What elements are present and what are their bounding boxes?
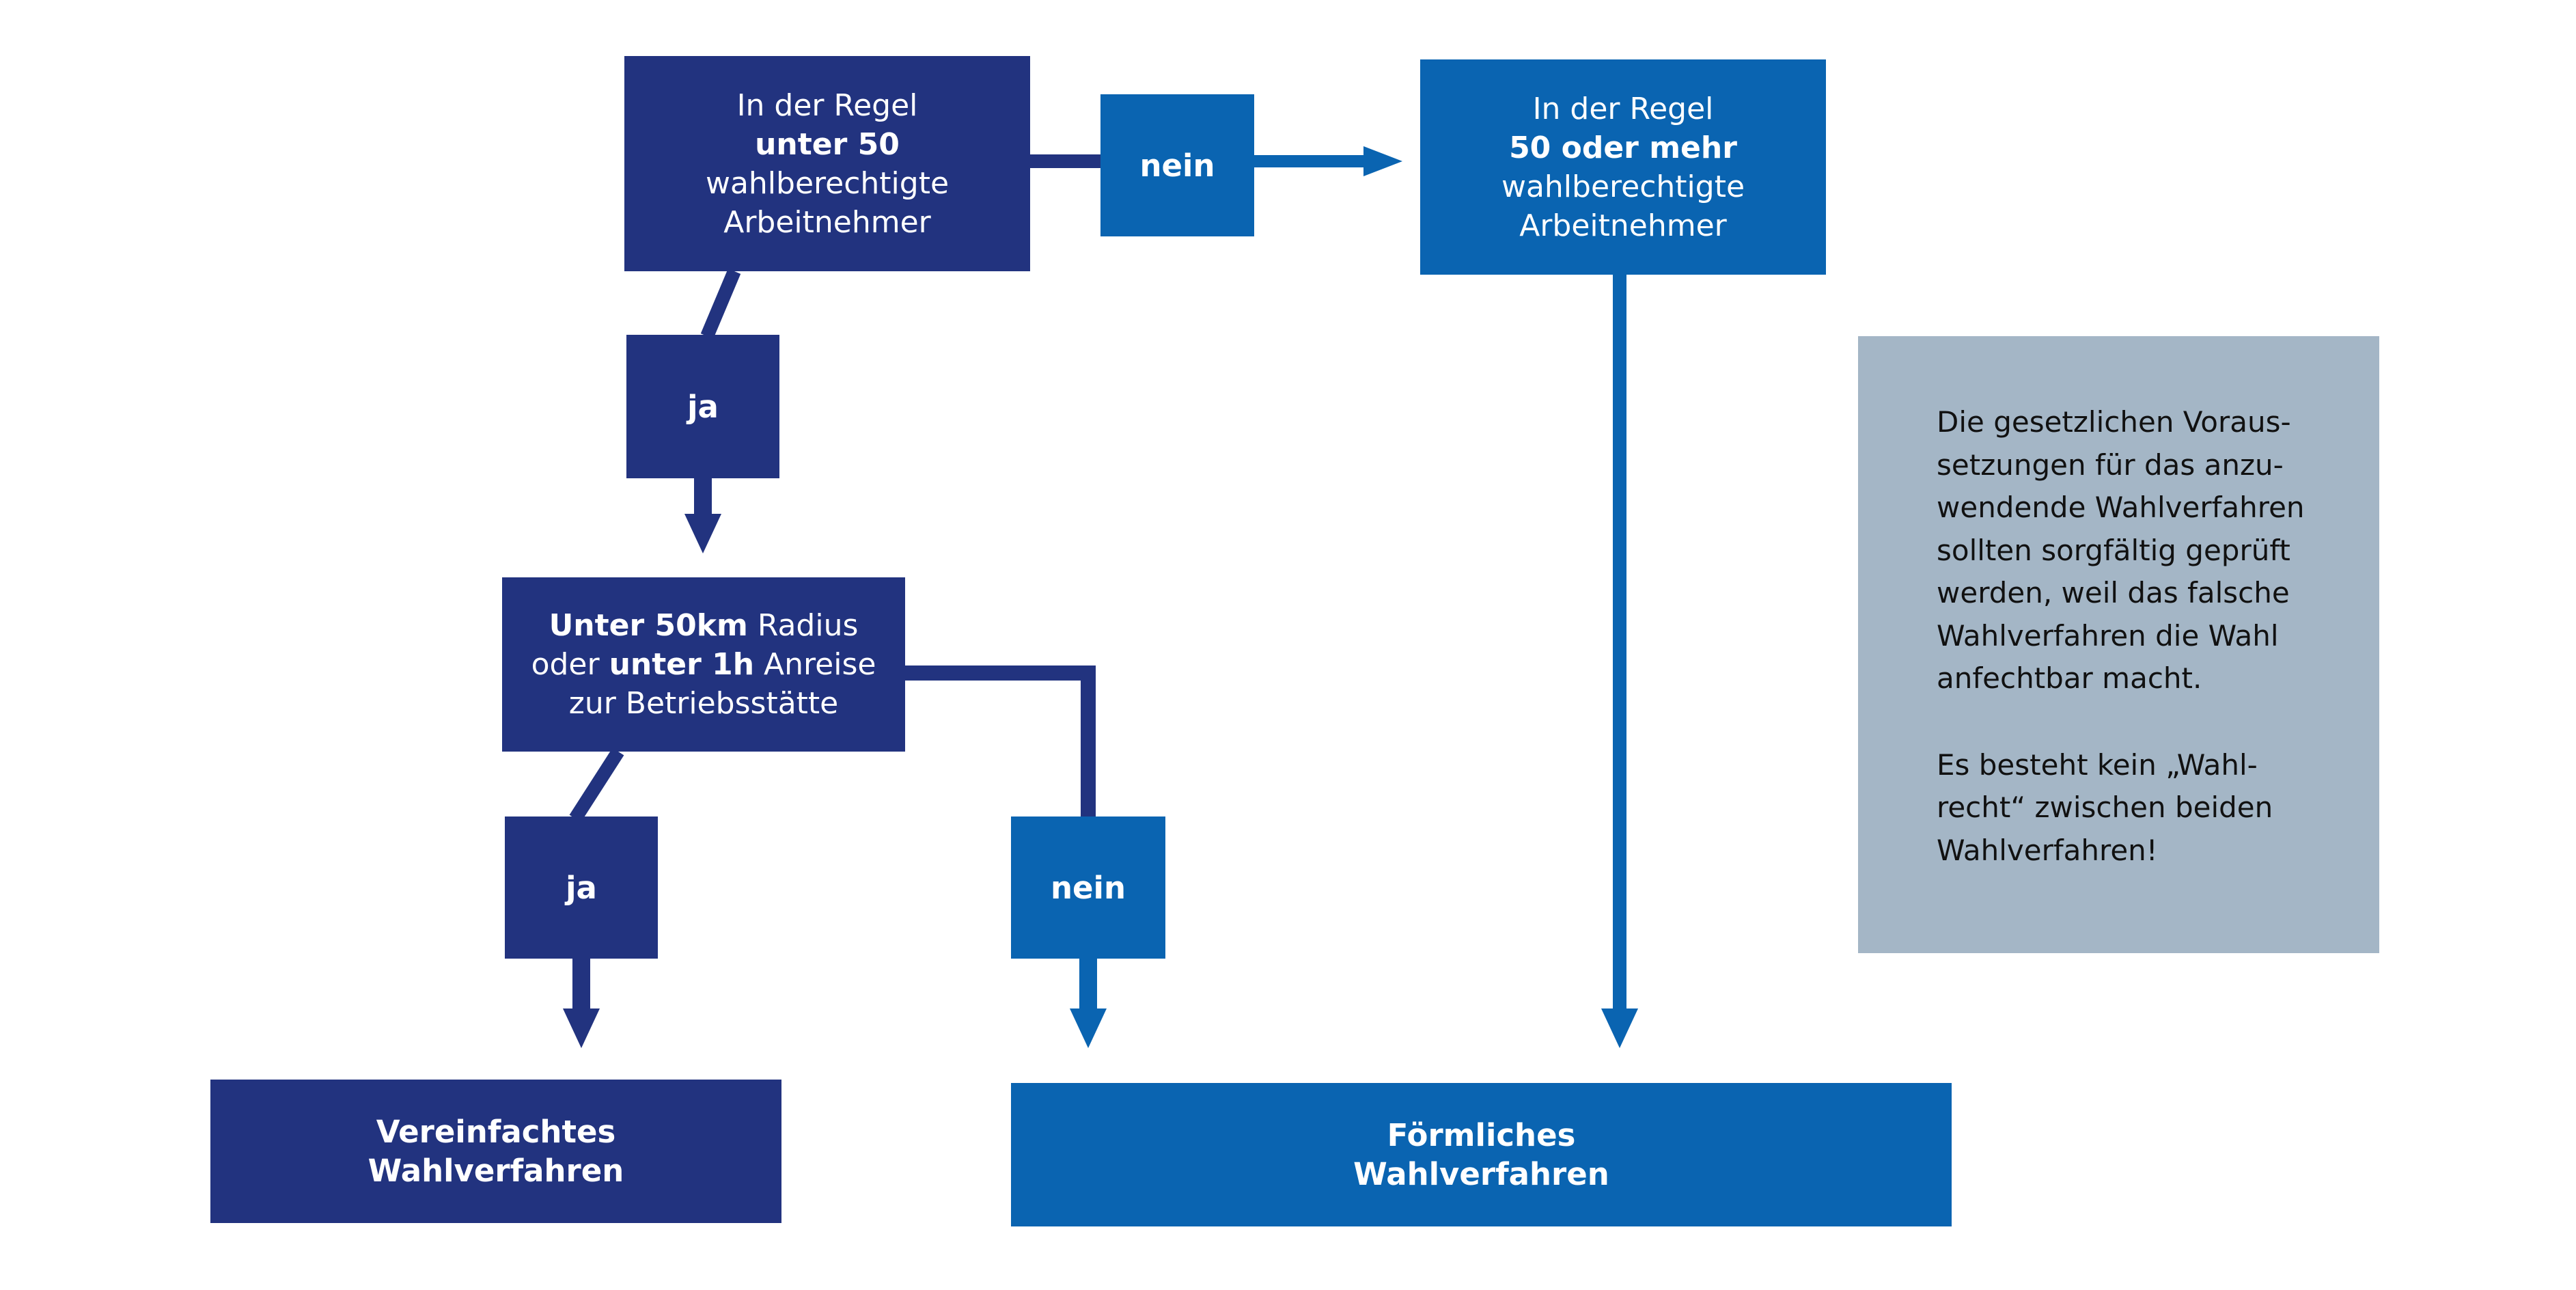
start-box-line4: Arbeitnehmer — [723, 204, 931, 240]
result-simplified-procedure: Vereinfachtes Wahlverfahren — [210, 1080, 781, 1223]
note-line: anfechtbar macht. — [1937, 661, 2202, 695]
note-line: Es besteht kein „Wahl- — [1937, 747, 2258, 782]
note-box: Die gesetzlichen Voraus- setzungen für d… — [1858, 336, 2379, 953]
label-ja-bottom-text: ja — [566, 869, 597, 906]
label-ja-top-text: ja — [687, 388, 719, 425]
start-box-line2: unter 50 — [755, 126, 900, 162]
note-line: werden, weil das falsche — [1937, 576, 2290, 609]
arrowhead-down-simple — [563, 1008, 600, 1048]
distance-box-line1: Unter 50km Radius — [549, 608, 859, 643]
label-nein-top-text: nein — [1139, 147, 1215, 184]
arrowhead-down-formal-right — [1601, 1008, 1638, 1048]
label-nein-top: nein — [1100, 94, 1254, 236]
label-ja-top: ja — [626, 335, 779, 478]
arrowhead-down-distance — [684, 514, 721, 553]
label-ja-bottom: ja — [505, 816, 658, 959]
connector-distance-to-ja — [569, 747, 624, 823]
connector-distance-to-nein — [904, 665, 1096, 816]
start-box-line3: wahlberechtigte — [705, 165, 950, 201]
note-line: Die gesetzlichen Voraus- — [1937, 405, 2291, 439]
result-formal-procedure: Förmliches Wahlverfahren — [1011, 1083, 1952, 1226]
decision-box-50-or-more: In der Regel 50 oder mehr wahlberechtigt… — [1420, 59, 1826, 275]
decision-box-distance: Unter 50km Radius oder unter 1h Anreise … — [502, 577, 905, 752]
note-line: sollten sorgfältig geprüft — [1937, 533, 2290, 567]
result-simple-line2: Wahlverfahren — [368, 1153, 624, 1189]
label-nein-bottom: nein — [1011, 816, 1165, 959]
arrowhead-down-formal-left — [1070, 1008, 1107, 1048]
right-box-line1: In der Regel — [1532, 91, 1714, 126]
note-line: recht“ zwischen beiden — [1937, 791, 2273, 824]
note-line: setzungen für das anzu- — [1937, 448, 2284, 482]
label-nein-bottom-text: nein — [1050, 869, 1126, 906]
connector-start-to-ja — [700, 269, 741, 339]
right-box-line2: 50 oder mehr — [1509, 130, 1737, 165]
arrowhead-right — [1363, 146, 1402, 176]
distance-box-line3: zur Betriebsstätte — [568, 686, 839, 721]
right-box-line4: Arbeitnehmer — [1519, 208, 1727, 243]
note-line: Wahlverfahren! — [1937, 833, 2158, 867]
right-box-line3: wahlberechtigte — [1501, 169, 1745, 204]
result-formal-line2: Wahlverfahren — [1353, 1156, 1609, 1192]
start-box-line1: In der Regel — [736, 87, 918, 123]
result-simple-line1: Vereinfachtes — [376, 1114, 616, 1150]
result-formal-line1: Förmliches — [1387, 1117, 1576, 1153]
distance-box-line2: oder unter 1h Anreise — [531, 647, 876, 682]
note-line: wendende Wahlverfahren — [1937, 491, 2305, 524]
note-line: Wahlverfahren die Wahl — [1937, 618, 2279, 653]
decision-box-under-50: In der Regel unter 50 wahlberechtigte Ar… — [624, 56, 1030, 271]
paragraph-gap — [1937, 700, 2352, 744]
